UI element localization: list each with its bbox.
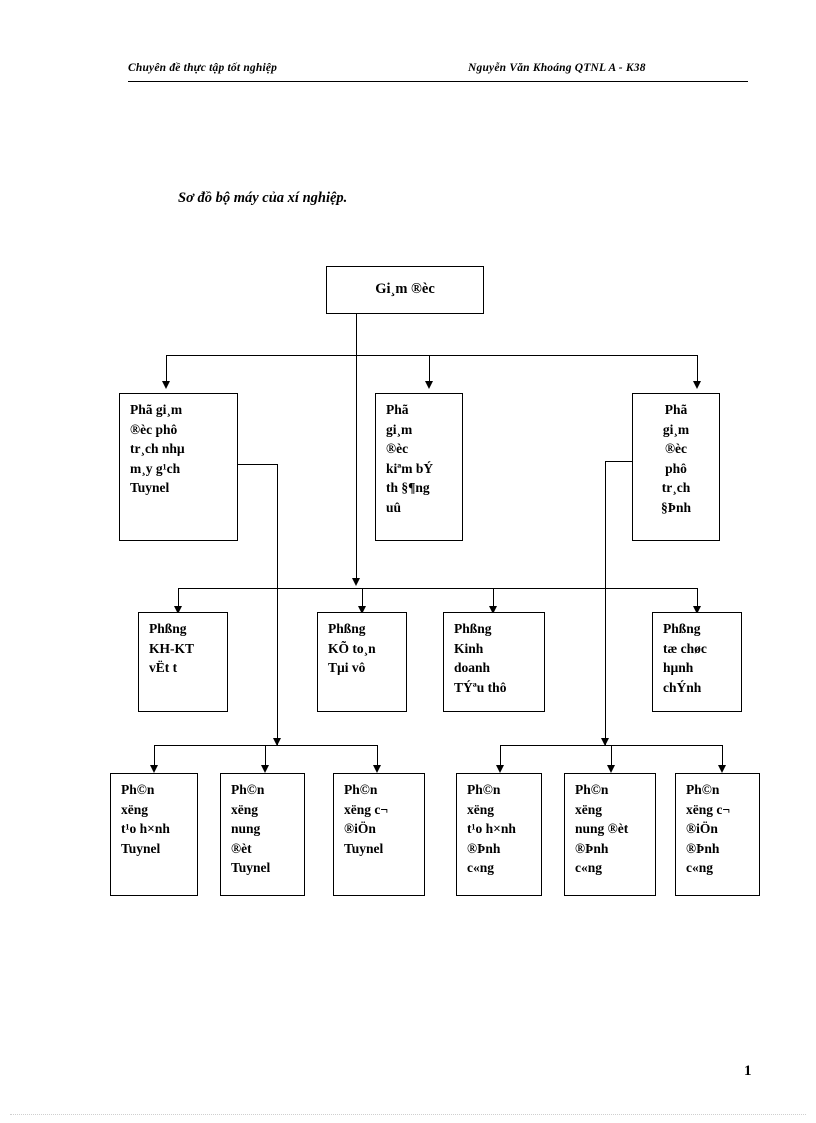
- connector-level3-drop-4: [697, 588, 699, 610]
- connector-level2-drop-middle: [429, 355, 431, 383]
- arrow-level3-2: [358, 606, 366, 614]
- org-node-dept-ke-toan: Phßng KÕ to¸n Tµi vô: [317, 612, 407, 712]
- org-node-workshop-nung-dot-dinh-cong: Ph©n xëng nung ®èt ®Þnh c«ng: [564, 773, 656, 896]
- org-node-deputy-party: Phã gi¸m ®èc kiªm bÝ th §¶ng uû: [375, 393, 463, 541]
- org-node-deputy-tuynel: Phã gi¸m ®èc phô tr¸ch nhµ m¸y g¹ch Tuyn…: [119, 393, 238, 541]
- arrow-level2-left: [162, 381, 170, 389]
- arrow-bottom-left-3: [373, 765, 381, 773]
- connector-bottom-right-drop-3: [722, 745, 724, 769]
- arrow-level3-1: [174, 606, 182, 614]
- org-node-workshop-tao-hinh-tuynel: Ph©n xëng t¹o h×nh Tuynel: [110, 773, 198, 896]
- org-node-workshop-nung-dot-tuynel: Ph©n xëng nung ®èt Tuynel: [220, 773, 305, 896]
- scan-edge-line: [10, 1114, 806, 1115]
- org-node-workshop-co-dien-dinh-cong: Ph©n xëng c¬ ®iÖn ®Þnh c«ng: [675, 773, 760, 896]
- arrow-bottom-left-1: [150, 765, 158, 773]
- connector-bottom-left-drop-1: [154, 745, 156, 769]
- page-number: 1: [744, 1063, 752, 1079]
- connector-right-deputy-down: [605, 461, 607, 746]
- arrow-bottom-left-2: [261, 765, 269, 773]
- connector-director-to-level3: [356, 314, 358, 582]
- connector-level2-bus: [166, 355, 698, 357]
- arrow-bottom-right-2: [607, 765, 615, 773]
- org-node-dept-kh-kt: Phßng KH-KT vËt t: [138, 612, 228, 712]
- org-node-dept-kinh-doanh: Phßng Kinh doanh TÝªu thô: [443, 612, 545, 712]
- connector-level2-drop-left: [166, 355, 168, 383]
- org-node-director: Gi¸m ®èc: [326, 266, 484, 314]
- page-header: Chuyên đề thực tập tốt nghiệp Nguyễn Văn…: [128, 62, 748, 84]
- arrow-level3-3: [489, 606, 497, 614]
- connector-bottom-right-drop-1: [500, 745, 502, 769]
- connector-left-deputy-down: [277, 464, 279, 746]
- arrow-level3-4: [693, 606, 701, 614]
- arrow-left-deputy-bus: [273, 738, 281, 746]
- arrow-bottom-right-3: [718, 765, 726, 773]
- diagram-title: Sơ đồ bộ máy của xí nghiệp.: [178, 190, 348, 206]
- org-node-deputy-dinh: Phã gi¸m ®èc phô tr¸ch §Þnh: [632, 393, 720, 541]
- arrow-director-to-level3: [352, 578, 360, 586]
- connector-level2-drop-right: [697, 355, 699, 383]
- connector-left-deputy-exit: [238, 464, 278, 466]
- org-node-workshop-tao-hinh-dinh-cong: Ph©n xëng t¹o h×nh ®Þnh c«ng: [456, 773, 542, 896]
- connector-bottom-left-drop-3: [377, 745, 379, 769]
- header-right-text: Nguyễn Văn Khoáng QTNL A - K38: [468, 62, 646, 74]
- connector-level3-bus: [178, 588, 697, 590]
- header-left-text: Chuyên đề thực tập tốt nghiệp: [128, 62, 278, 74]
- arrow-level2-middle: [425, 381, 433, 389]
- org-node-dept-to-chuc: Phßng tæ chøc hµnh chÝnh: [652, 612, 742, 712]
- connector-right-deputy-exit: [605, 461, 633, 463]
- connector-level3-drop-3: [493, 588, 495, 610]
- connector-bottom-left-drop-2: [265, 745, 267, 769]
- arrow-right-deputy-bus: [601, 738, 609, 746]
- org-node-workshop-co-dien-tuynel: Ph©n xëng c¬ ®iÖn Tuynel: [333, 773, 425, 896]
- connector-level3-drop-2: [362, 588, 364, 610]
- header-divider: [128, 81, 748, 82]
- connector-level3-drop-1: [178, 588, 180, 610]
- arrow-level2-right: [693, 381, 701, 389]
- connector-bottom-right-drop-2: [611, 745, 613, 769]
- arrow-bottom-right-1: [496, 765, 504, 773]
